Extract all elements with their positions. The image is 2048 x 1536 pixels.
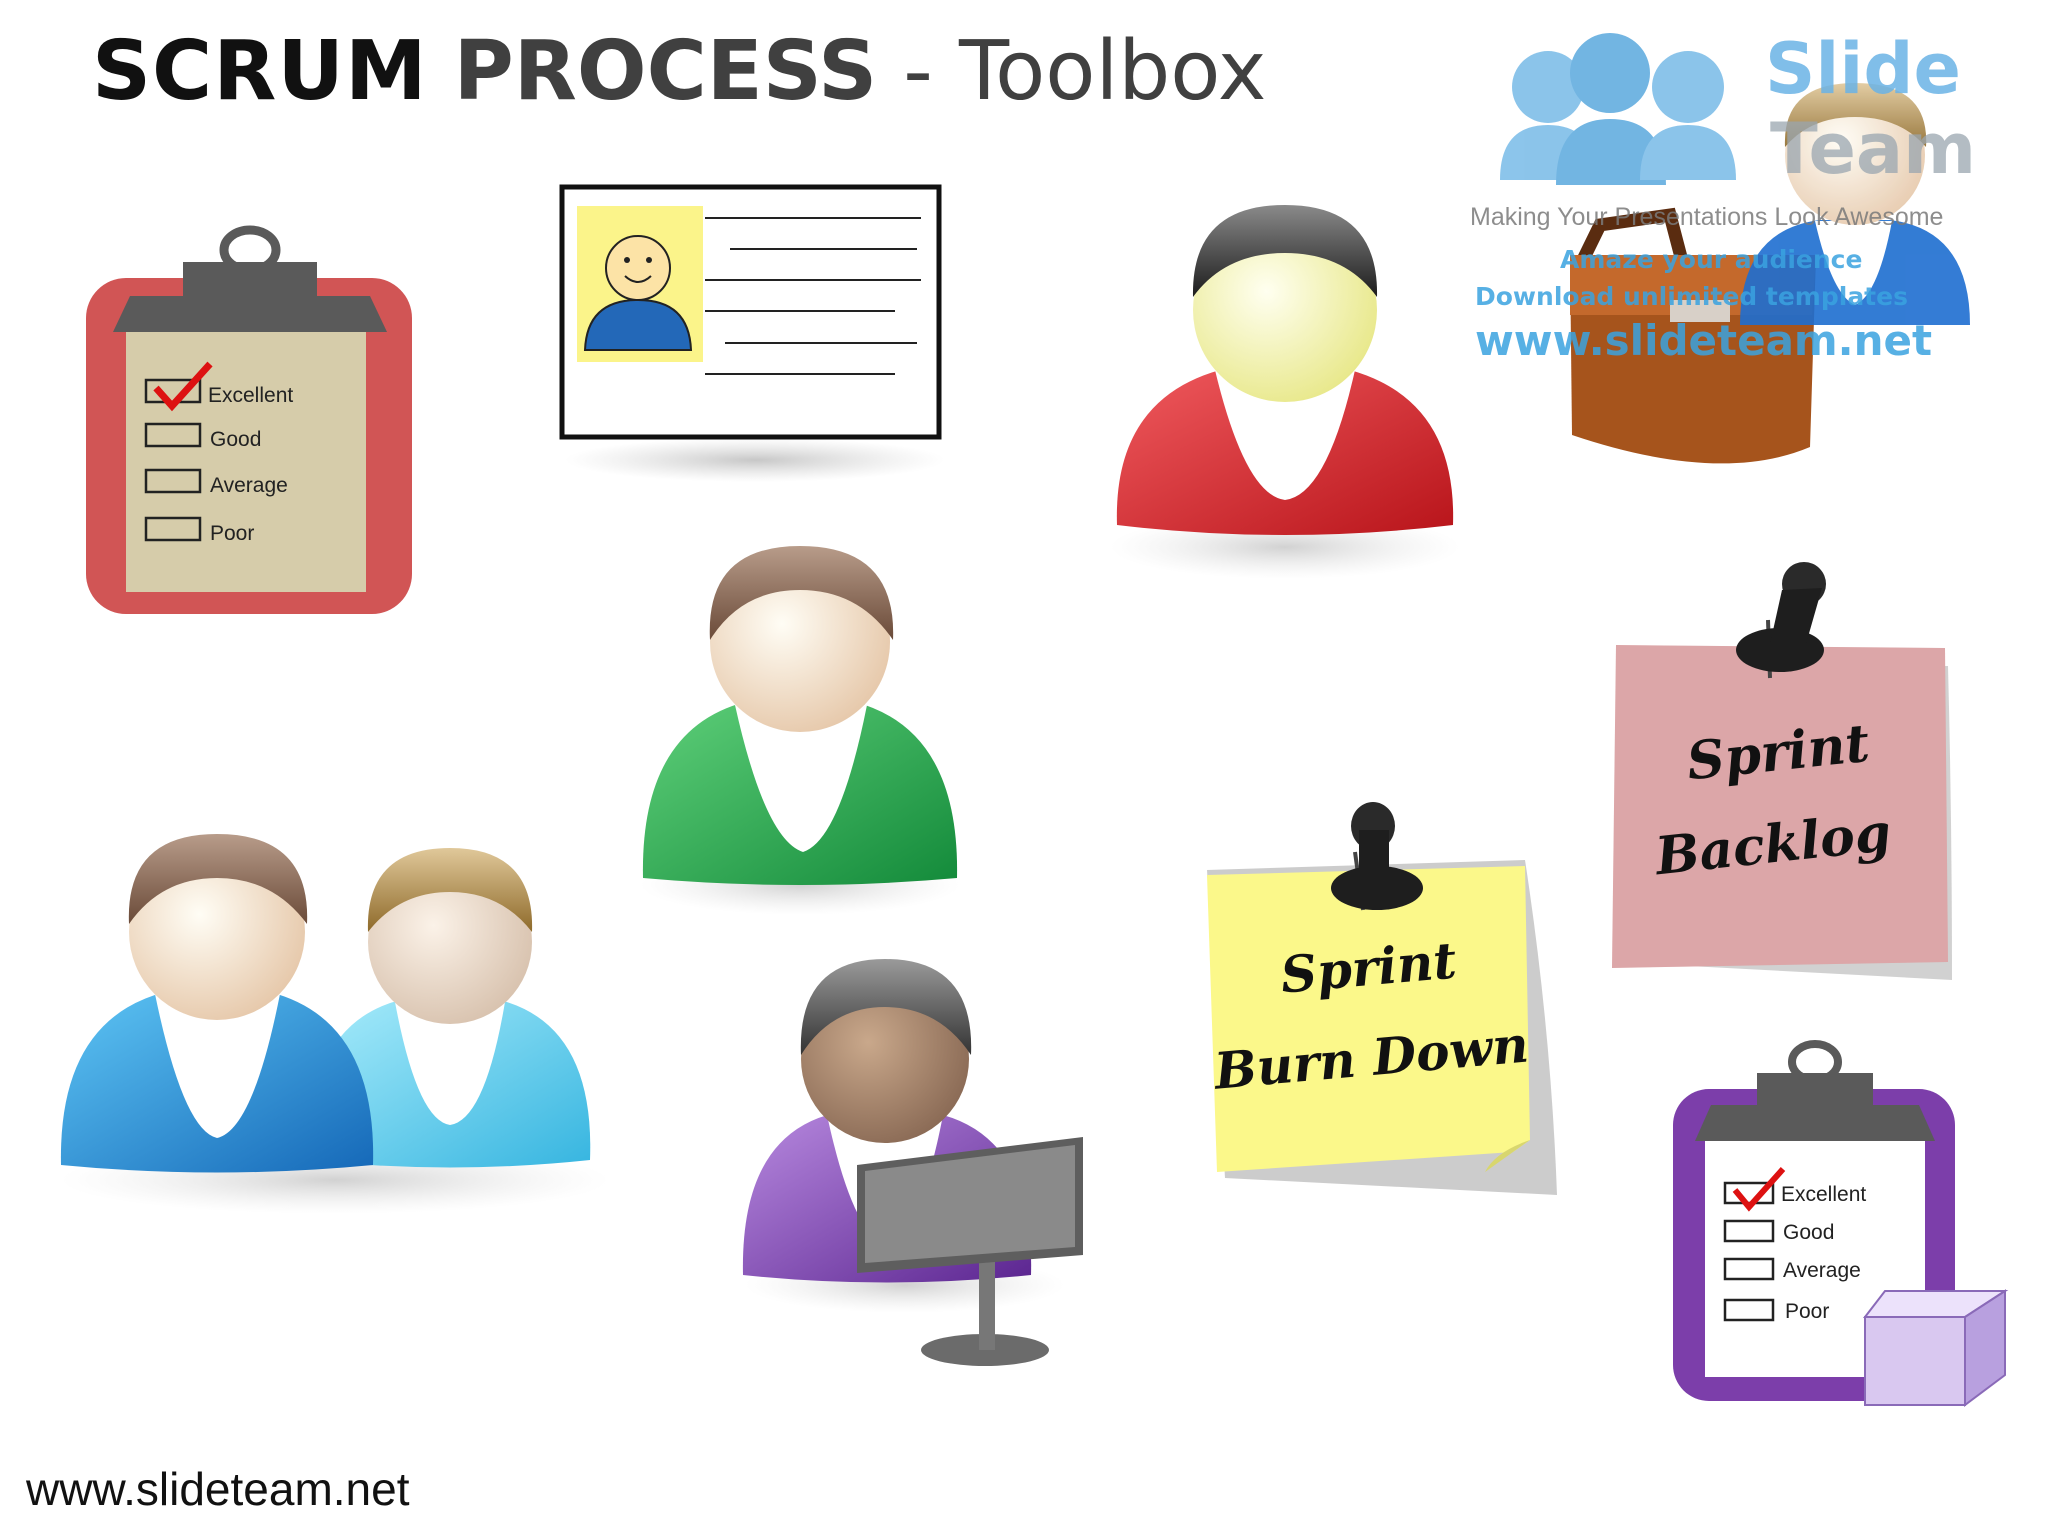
- checkmark-icon: [1732, 1166, 1786, 1212]
- purple-clipboard-icon: Excellent Good Average Poor: [1673, 1040, 2009, 1407]
- title-separator: -: [877, 24, 959, 119]
- watermark-brand-1: Slide: [1765, 28, 1961, 110]
- person-green-icon: [640, 546, 960, 915]
- watermark-team-logo-icon: [1500, 33, 1736, 185]
- footer-url[interactable]: www.slideteam.net: [26, 1463, 410, 1515]
- title-scrum: SCRUM: [92, 24, 428, 119]
- cube-icon: [1862, 1289, 2009, 1407]
- red-option-4: Poor: [210, 522, 254, 545]
- pushpin-icon: [1331, 802, 1423, 911]
- team-persons-icon: [60, 834, 610, 1214]
- id-card-icon: [559, 184, 945, 482]
- purple-option-2: Good: [1783, 1221, 1834, 1244]
- sticky-note-sprint-backlog: Sprint Backlog: [1612, 562, 1952, 980]
- person-red-icon: [1110, 205, 1460, 579]
- title-toolbox: Toolbox: [958, 24, 1267, 119]
- businessman-icon: [1740, 83, 1970, 325]
- purple-option-1: Excellent: [1781, 1183, 1866, 1206]
- watermark-promo-url: www.slideteam.net: [1475, 316, 1932, 365]
- red-option-1: Excellent: [208, 384, 293, 407]
- watermark-promo-2: Download unlimited templates: [1475, 282, 1908, 311]
- slide-title: SCRUM PROCESS - Toolbox: [92, 22, 1266, 122]
- title-process: PROCESS: [453, 24, 878, 119]
- person-blue-icon: [60, 834, 374, 1173]
- watermark-promo-1: Amaze your audience: [1560, 245, 1862, 274]
- red-clipboard-icon: Excellent Good Average Poor: [86, 225, 412, 614]
- sticky-note-sprint-burndown: Sprint Burn Down: [1207, 802, 1557, 1195]
- person-lightblue-icon: [309, 848, 591, 1168]
- pushpin-icon: [1736, 562, 1826, 679]
- purple-option-4: Poor: [1785, 1300, 1829, 1323]
- slideteam-watermark: Slide Team Making Your Presentations Loo…: [1470, 28, 1976, 464]
- watermark-tagline: Making Your Presentations Look Awesome: [1470, 203, 1943, 231]
- purple-option-3: Average: [1783, 1259, 1861, 1282]
- checkmark-icon: [153, 361, 213, 412]
- person-computer-icon: [742, 959, 1083, 1366]
- watermark-brand-2: Team: [1770, 108, 1976, 190]
- red-option-3: Average: [210, 474, 288, 497]
- purple-clipboard-checklist: Excellent Good Average Poor: [1723, 1166, 1866, 1323]
- monitor-icon: [857, 1137, 1083, 1366]
- red-clipboard-checklist: Excellent Good Average Poor: [144, 361, 293, 545]
- red-option-2: Good: [210, 428, 261, 451]
